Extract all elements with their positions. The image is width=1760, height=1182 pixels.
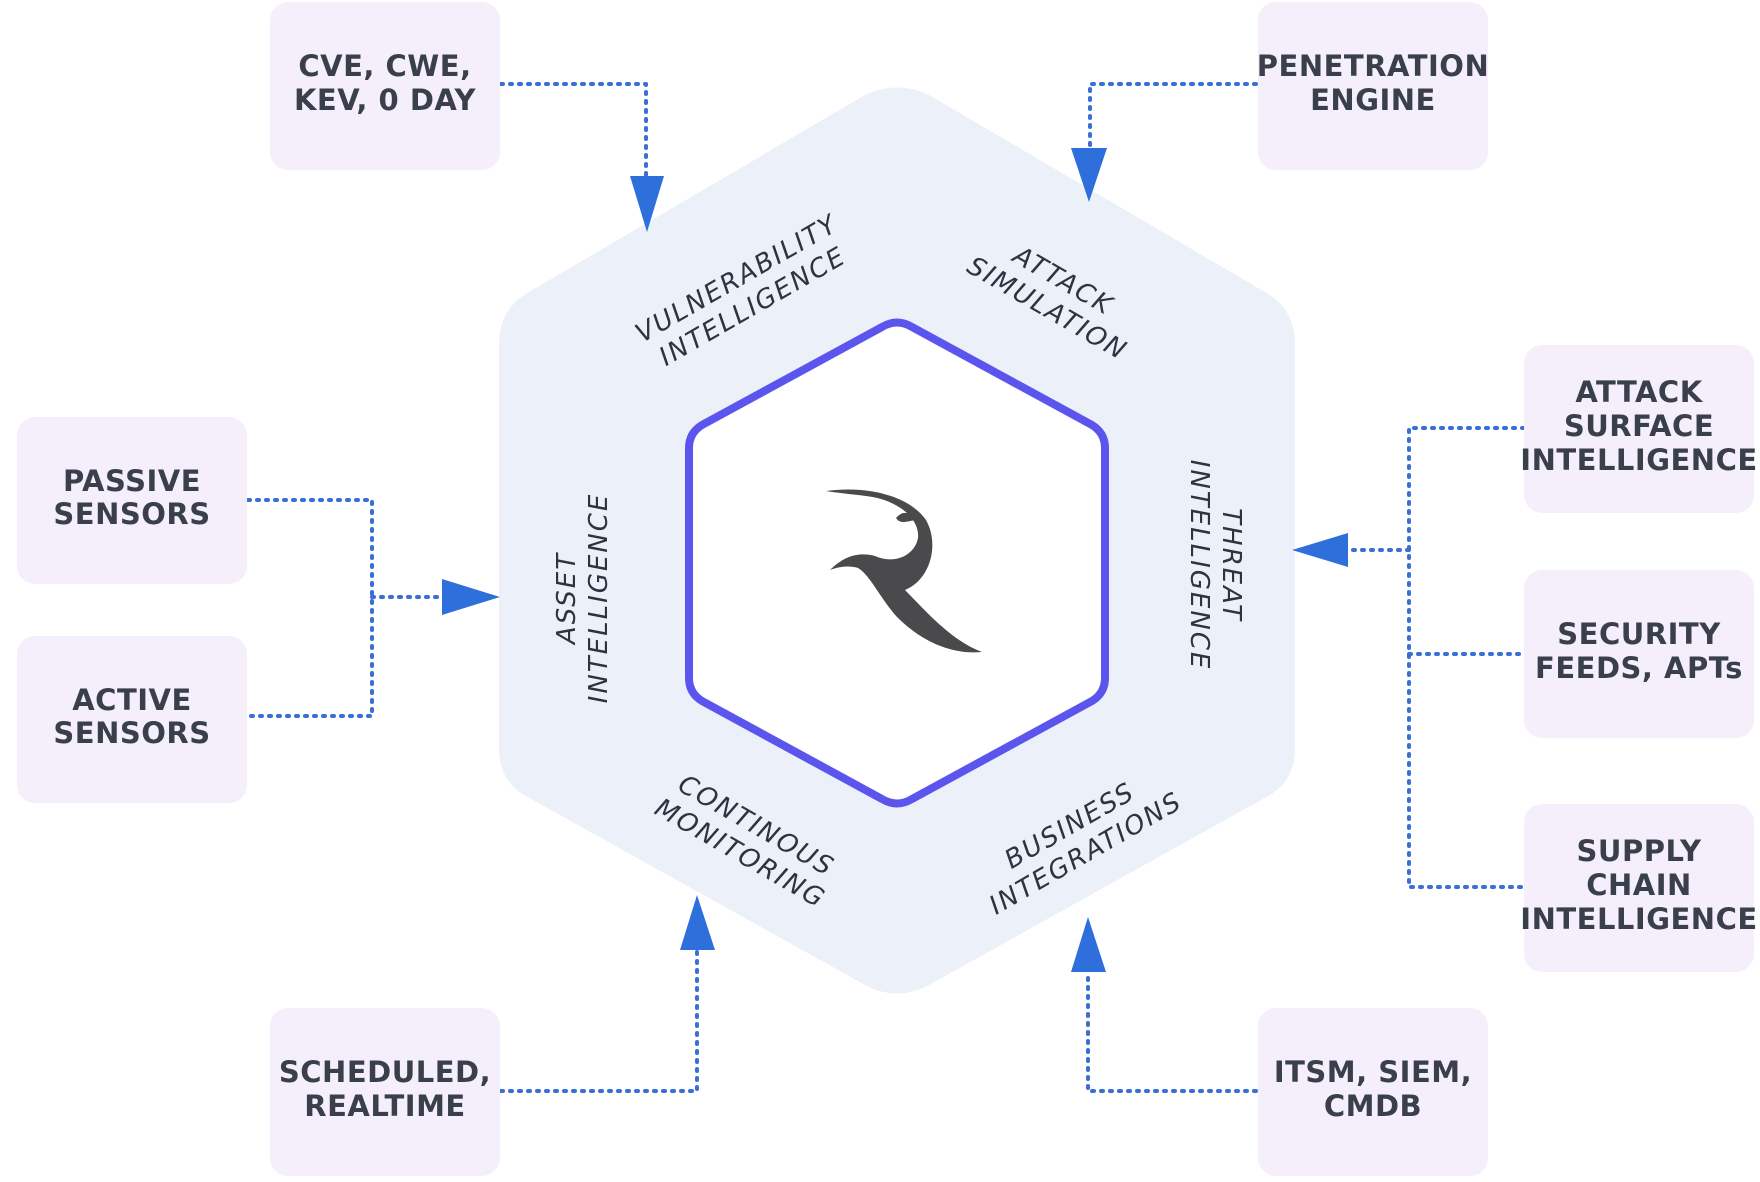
svg-text:SENSORS: SENSORS: [53, 716, 210, 750]
source-box-active-sensors: ACTIVE SENSORS: [17, 636, 247, 803]
svg-text:THREAT: THREAT: [1216, 508, 1246, 622]
svg-text:ITSM, SIEM,: ITSM, SIEM,: [1274, 1055, 1472, 1089]
arrow-to-asset-icon: [442, 579, 500, 615]
connector-penetration: [1088, 82, 1258, 150]
connector-scheduled: [499, 948, 699, 1093]
svg-text:KEV, 0 DAY: KEV, 0 DAY: [294, 83, 477, 117]
svg-text:SURFACE: SURFACE: [1564, 409, 1714, 443]
source-box-penetration-engine: PENETRATION ENGINE: [1257, 2, 1489, 170]
source-box-supply-chain: SUPPLY CHAIN INTELLIGENCE: [1520, 804, 1757, 972]
svg-text:INTELLIGENCE: INTELLIGENCE: [584, 493, 614, 704]
svg-text:FEEDS, APTs: FEEDS, APTs: [1535, 651, 1743, 685]
connector-right-trunk: [1407, 426, 1526, 889]
svg-text:PENETRATION: PENETRATION: [1257, 49, 1489, 83]
arrow-to-monitoring-icon: [680, 895, 715, 950]
svg-text:ATTACK: ATTACK: [1575, 375, 1703, 409]
bird-logo-icon: [826, 489, 982, 653]
svg-text:SENSORS: SENSORS: [53, 497, 210, 531]
source-box-attack-surface: ATTACK SURFACE INTELLIGENCE: [1520, 345, 1757, 513]
source-box-itsm: ITSM, SIEM, CMDB: [1258, 1008, 1488, 1176]
svg-text:ENGINE: ENGINE: [1310, 83, 1436, 117]
svg-text:CVE, CWE,: CVE, CWE,: [298, 49, 471, 83]
svg-text:INTELLIGENCE: INTELLIGENCE: [1184, 460, 1214, 671]
source-box-cve: CVE, CWE, KEV, 0 DAY: [270, 2, 500, 170]
svg-text:INTELLIGENCE: INTELLIGENCE: [1520, 443, 1757, 477]
arrow-to-threat-icon: [1292, 533, 1348, 567]
source-box-scheduled: SCHEDULED, REALTIME: [270, 1008, 500, 1176]
svg-text:REALTIME: REALTIME: [304, 1089, 466, 1123]
svg-text:ASSET: ASSET: [552, 552, 582, 646]
svg-text:SCHEDULED,: SCHEDULED,: [279, 1055, 491, 1089]
svg-text:CHAIN: CHAIN: [1586, 868, 1692, 902]
svg-text:CMDB: CMDB: [1324, 1089, 1422, 1123]
arrow-to-vulnerability-icon: [630, 176, 664, 232]
arrow-to-business-icon: [1071, 917, 1106, 972]
connector-passive: [246, 498, 374, 718]
source-box-passive-sensors: PASSIVE SENSORS: [17, 417, 247, 584]
segment-threat-intelligence: THREAT INTELLIGENCE: [1184, 460, 1246, 671]
segment-asset-intelligence: ASSET INTELLIGENCE: [552, 493, 614, 704]
connector-itsm: [1086, 970, 1258, 1093]
svg-text:ACTIVE: ACTIVE: [72, 683, 192, 717]
svg-text:SUPPLY: SUPPLY: [1577, 834, 1702, 868]
connector-cve: [499, 82, 648, 180]
svg-text:INTELLIGENCE: INTELLIGENCE: [1520, 902, 1757, 936]
svg-text:SECURITY: SECURITY: [1557, 617, 1721, 651]
svg-text:PASSIVE: PASSIVE: [63, 464, 201, 498]
source-box-security-feeds: SECURITY FEEDS, APTs: [1524, 570, 1754, 738]
arrow-to-attack-simulation-icon: [1071, 148, 1107, 202]
